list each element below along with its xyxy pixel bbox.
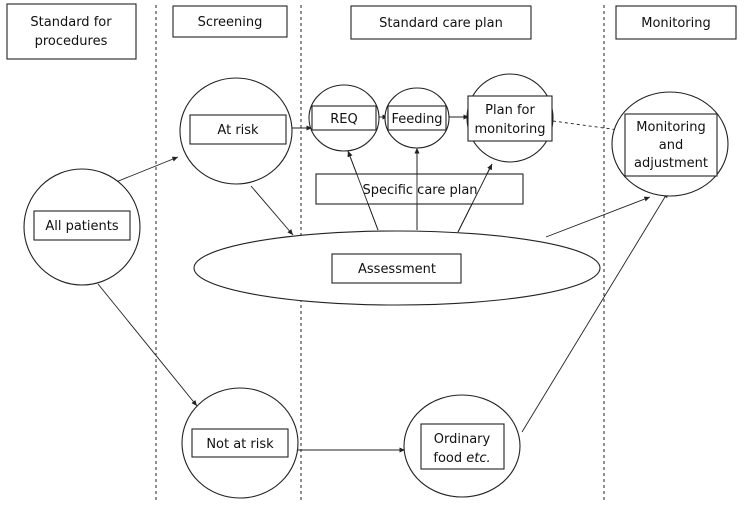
plan-line2: monitoring <box>475 122 546 137</box>
specific-care-plan-label: Specific care plan <box>362 183 477 198</box>
req-label: REQ <box>330 112 357 127</box>
node-req: REQ <box>308 84 380 152</box>
header-monitoring: Monitoring <box>615 5 737 40</box>
header-procedures-line2: procedures <box>35 34 108 49</box>
food-line1: Ordinary <box>434 432 491 447</box>
header-care-plan-label: Standard care plan <box>379 16 503 31</box>
node-not-at-risk: Not at risk <box>181 387 299 499</box>
monitor-line3: adjustment <box>634 156 708 171</box>
node-at-risk: At risk <box>179 77 293 185</box>
monitor-line1: Monitoring <box>636 120 706 135</box>
arrow-food-to-monitoring <box>521 191 669 433</box>
monitor-line2: and <box>659 138 683 153</box>
node-plan-for-monitoring: Plan for monitoring <box>466 73 554 163</box>
header-procedures-line1: Standard for <box>30 15 112 30</box>
arrow-all-to-not-at-risk <box>97 283 198 407</box>
header-monitoring-label: Monitoring <box>641 16 711 31</box>
node-ordinary-food: Ordinary food etc. <box>403 394 521 498</box>
node-specific-care-plan: Specific care plan <box>315 173 524 205</box>
all-patients-label: All patients <box>45 219 119 234</box>
header-standard-care-plan: Standard care plan <box>350 5 532 40</box>
node-all-patients: All patients <box>23 168 141 286</box>
arrow-assessment-to-monitoring <box>545 196 651 238</box>
plan-line1: Plan for <box>485 103 535 118</box>
food-line2-prefix: food <box>433 451 466 466</box>
header-standard-for-procedures: Standard for procedures <box>6 3 137 60</box>
node-monitoring-and-adjustment: Monitoring and adjustment <box>611 91 729 197</box>
at-risk-label: At risk <box>217 123 259 138</box>
arrow-overlay-plan <box>457 163 493 233</box>
header-screening-label: Screening <box>198 15 263 30</box>
arrow-at-risk-to-assessment <box>250 185 294 236</box>
header-screening: Screening <box>172 5 288 38</box>
food-line2-italic: etc. <box>466 451 490 466</box>
feeding-label: Feeding <box>391 112 442 127</box>
not-at-risk-label: Not at risk <box>206 437 274 452</box>
food-line2: food etc. <box>433 451 490 466</box>
node-feeding: Feeding <box>384 87 450 149</box>
node-assessment: Assessment <box>193 230 601 306</box>
assessment-label: Assessment <box>358 262 436 277</box>
arrow-all-to-at-risk <box>115 156 179 183</box>
arrow-overlay-req <box>347 150 379 231</box>
